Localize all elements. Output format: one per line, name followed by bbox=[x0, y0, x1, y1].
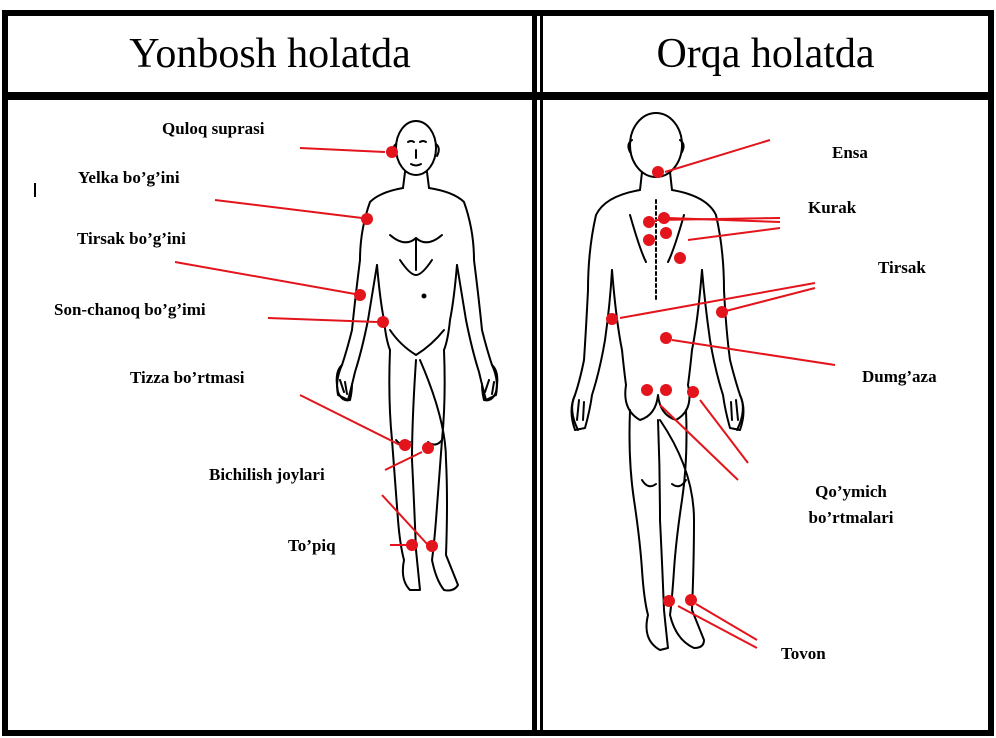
marker-kurak-4 bbox=[660, 227, 672, 239]
marker-kurak-1 bbox=[643, 216, 655, 228]
marker-kurak-5 bbox=[674, 252, 686, 264]
front-arrows bbox=[175, 148, 428, 545]
marker-son bbox=[377, 316, 389, 328]
marker-tirsak-left bbox=[606, 313, 618, 325]
marker-qoymich-1 bbox=[641, 384, 653, 396]
marker-bichilish bbox=[422, 442, 434, 454]
header-right: Orqa holatda bbox=[543, 16, 988, 92]
column-divider-right bbox=[540, 13, 543, 733]
label-topiq: To’piq bbox=[288, 536, 336, 556]
marker-yelka bbox=[361, 213, 373, 225]
label-dumgaza: Dumg’aza bbox=[862, 367, 937, 387]
marker-quloq bbox=[386, 146, 398, 158]
label-yelka-bogini: Yelka bo’g’ini bbox=[78, 168, 180, 188]
label-kurak: Kurak bbox=[808, 198, 856, 218]
label-quloq-suprasi: Quloq suprasi bbox=[162, 119, 265, 139]
marker-qoymich-3 bbox=[687, 386, 699, 398]
label-qoymich-line1: Qo’ymich bbox=[791, 479, 911, 505]
header-left: Yonbosh holatda bbox=[8, 16, 532, 92]
back-body-figure bbox=[572, 113, 744, 650]
front-body-figure bbox=[337, 121, 498, 590]
label-tirsak-bogini: Tirsak bo’g’ini bbox=[77, 229, 186, 249]
marker-dumgaza bbox=[660, 332, 672, 344]
marker-tovon-2 bbox=[685, 594, 697, 606]
back-markers bbox=[606, 166, 728, 607]
back-arrows bbox=[620, 140, 835, 648]
label-qoymich-line2: bo’rtmalari bbox=[791, 505, 911, 531]
stray-mark bbox=[34, 183, 36, 197]
marker-kurak-3 bbox=[643, 234, 655, 246]
marker-ensa bbox=[652, 166, 664, 178]
label-son-chanoq-bogimi: Son-chanoq bo’g’imi bbox=[54, 300, 206, 320]
marker-kurak-2 bbox=[658, 212, 670, 224]
column-divider-left bbox=[532, 13, 537, 733]
marker-tirsak bbox=[354, 289, 366, 301]
label-tirsak: Tirsak bbox=[878, 258, 926, 278]
label-bichilish-joylari: Bichilish joylari bbox=[209, 465, 325, 485]
label-ensa: Ensa bbox=[832, 143, 868, 163]
marker-topiq-1 bbox=[406, 539, 418, 551]
header-divider bbox=[5, 92, 991, 100]
label-tizza-bortmasi: Tizza bo’rtmasi bbox=[130, 368, 244, 388]
label-qoymich-bortmalari: Qo’ymich bo’rtmalari bbox=[791, 479, 911, 531]
label-tovon: Tovon bbox=[781, 644, 826, 664]
marker-topiq-2 bbox=[426, 540, 438, 552]
marker-tovon-1 bbox=[663, 595, 675, 607]
marker-qoymich-2 bbox=[660, 384, 672, 396]
marker-tirsak-right bbox=[716, 306, 728, 318]
marker-tizza bbox=[399, 439, 411, 451]
